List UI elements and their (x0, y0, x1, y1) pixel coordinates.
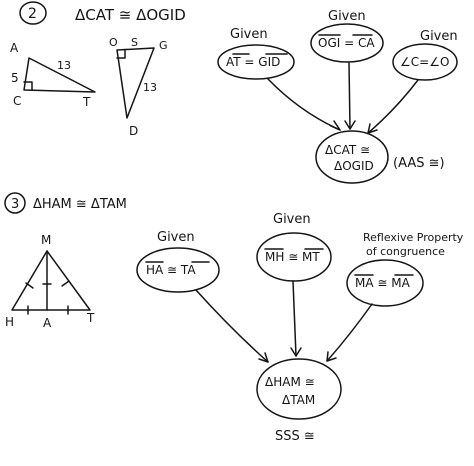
problem-2-number: 2 (28, 6, 37, 22)
side-length-at: 13 (57, 59, 71, 72)
problem-3-number-circle (4, 192, 26, 214)
arrow-node3-to-conclusion (326, 303, 373, 362)
conclusion-line-1: ΔHAM ≅ (265, 375, 315, 389)
arrow-head (258, 352, 269, 363)
side-length-ca: 5 (11, 71, 19, 85)
node-statement: OGI = CA (318, 36, 375, 50)
vertex-label-m: M (41, 233, 51, 247)
vertex-label-h: H (5, 315, 14, 329)
arrow-head (344, 120, 356, 130)
tick-mark-mt (61, 280, 70, 287)
flow-conclusion-cat-ogid: ΔCAT ≅ ΔOGID (AAS ≅) (315, 130, 445, 184)
reason-given: Given (420, 29, 458, 44)
vertex-label-a: A (43, 316, 52, 330)
node-ellipse (217, 44, 295, 80)
vertex-label-t: T (82, 95, 91, 109)
reason-given: Given (328, 9, 366, 24)
triangle-ogid-outline (116, 47, 155, 119)
node-ellipse (136, 247, 220, 293)
problem-2-number-circle (19, 1, 47, 25)
conclusion-ellipse (256, 358, 342, 420)
vertex-label-c: C (13, 94, 21, 108)
problem-2-statement: ΔCAT ≅ ΔOGID (75, 6, 186, 24)
reason-given: Given (157, 230, 195, 245)
vertex-label-o: O (109, 36, 118, 49)
arrow-head (290, 347, 302, 357)
node-ellipse (256, 232, 332, 282)
flow-arrows-problem-3 (195, 280, 373, 363)
triangle-outline (11, 250, 91, 311)
reason-given: Given (273, 212, 311, 227)
flow-node-ha-ta: Given HA ≅ TA (136, 230, 220, 293)
arrow-head (367, 123, 378, 134)
conclusion-line-2: ΔTAM (282, 393, 315, 407)
flow-node-ma-ma: Reflexive Property of congruence MA ≅ MA (346, 231, 464, 307)
justification-sss: SSS ≅ (275, 429, 315, 444)
arrow-node2-to-conclusion (292, 280, 297, 357)
problem-3-number: 3 (11, 197, 19, 212)
flow-conclusion-ham-tam: ΔHAM ≅ ΔTAM SSS ≅ (256, 358, 342, 444)
node-ellipse (346, 259, 424, 307)
problem-3: 3 ΔHAM ≅ ΔTAM M H A T Given HA ≅ TA Give… (4, 192, 464, 444)
node-ellipse (310, 23, 384, 63)
arrow-node2-to-conclusion (348, 62, 351, 130)
node-statement: MH ≅ MT (265, 250, 320, 264)
flow-node-mh-mt: Given MH ≅ MT (256, 212, 332, 282)
conclusion-line-2: ΔOGID (334, 159, 374, 173)
reason-reflexive-line-1: Reflexive Property (363, 231, 464, 244)
conclusion-line-1: ΔCAT ≅ (325, 143, 370, 157)
vertex-label-a: A (10, 41, 19, 55)
vertex-label-g: G (159, 39, 168, 52)
vertex-label-s: S (131, 36, 138, 49)
arrow-node3-to-conclusion (367, 79, 419, 134)
arrow-head (330, 120, 341, 131)
flow-node-at-gid: Given AT = GID (217, 27, 295, 80)
conclusion-ellipse (315, 130, 389, 184)
node-statement: HA ≅ TA (146, 263, 196, 277)
right-angle-mark-c (23, 81, 33, 91)
triangle-ogid: O S G D 13 (109, 36, 168, 138)
problem-3-statement: ΔHAM ≅ ΔTAM (33, 197, 127, 212)
tick-mark-mh (25, 282, 34, 289)
node-statement: MA ≅ MA (355, 276, 411, 290)
flow-node-angle-c-o: Given ∠C=∠O (392, 29, 458, 81)
vertex-label-t: T (86, 311, 95, 325)
right-angle-mark-o (116, 49, 126, 59)
arrow-head (326, 351, 337, 362)
triangle-cat: A C T 5 13 (10, 41, 96, 109)
side-length-gd: 13 (143, 81, 157, 94)
triangle-cat-outline (23, 57, 96, 93)
reason-reflexive-line-2: of congruence (366, 245, 445, 258)
reason-given: Given (230, 27, 268, 42)
arrow-node1-to-conclusion (267, 78, 341, 131)
arrow-node1-to-conclusion (195, 289, 269, 363)
flow-node-ogi-ca: Given OGI = CA (310, 9, 384, 63)
flow-arrows-problem-2 (267, 62, 419, 134)
node-statement: AT = GID (226, 55, 280, 69)
vertex-label-d: D (129, 124, 138, 138)
triangle-ham-tam: M H A T (5, 233, 95, 330)
node-ellipse (392, 43, 458, 81)
problem-2: 2 ΔCAT ≅ ΔOGID A C T 5 13 O S G D 13 Giv… (10, 1, 458, 184)
justification-aas: (AAS ≅) (393, 156, 445, 171)
node-statement: ∠C=∠O (400, 55, 449, 69)
